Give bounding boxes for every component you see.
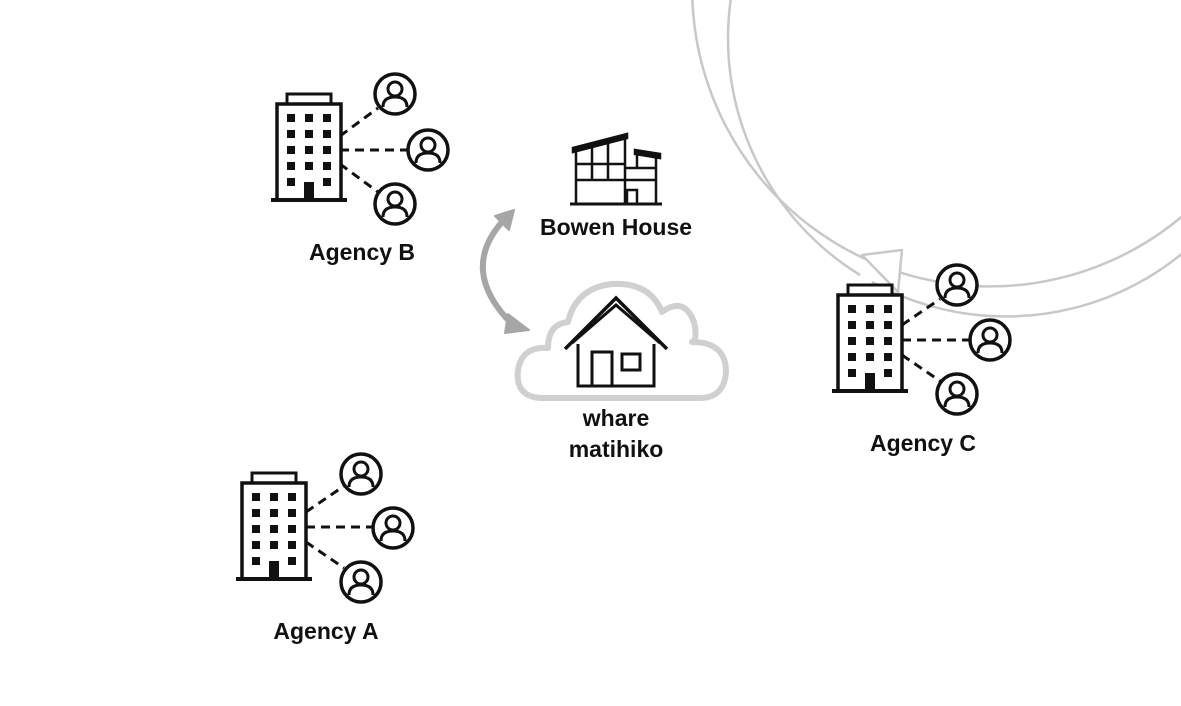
agency-b-label: Agency B: [308, 239, 416, 265]
agency-c-group: [830, 263, 1012, 416]
user-circle-icon: [406, 128, 450, 172]
sync-arrow-head-bottom: [504, 313, 530, 334]
user-circle-icon: [935, 263, 979, 307]
sync-arrow: [479, 209, 530, 334]
user-circle-icon: [339, 560, 383, 604]
house-icon: [563, 295, 669, 388]
whare-label-line1: whare: [582, 405, 650, 431]
whare-label-line2: matihiko: [568, 436, 664, 462]
bowen-house-label: Bowen House: [539, 214, 693, 240]
cycle-ring: [691, 0, 1181, 318]
agency-b-connectors: [339, 106, 408, 194]
user-circle-icon: [373, 182, 417, 226]
user-circle-icon: [968, 318, 1012, 362]
agency-a-group: [234, 452, 415, 604]
agency-a-label: Agency A: [273, 618, 379, 644]
cloud-icon: [514, 280, 729, 401]
office-building-icon: [269, 92, 349, 202]
cycle-arrow-head: [860, 248, 904, 294]
agency-b-group: [269, 72, 450, 226]
office-building-icon: [234, 471, 314, 581]
office-building-icon: [830, 283, 910, 393]
modern-building-icon: [570, 132, 662, 206]
sync-arrow-head-top: [494, 209, 515, 231]
agency-c-label: Agency C: [869, 430, 977, 456]
user-circle-icon: [339, 452, 383, 496]
user-circle-icon: [373, 72, 417, 116]
agency-c-connectors: [901, 297, 970, 383]
user-circle-icon: [371, 506, 415, 550]
agency-a-connectors: [305, 484, 374, 570]
user-circle-icon: [935, 372, 979, 416]
